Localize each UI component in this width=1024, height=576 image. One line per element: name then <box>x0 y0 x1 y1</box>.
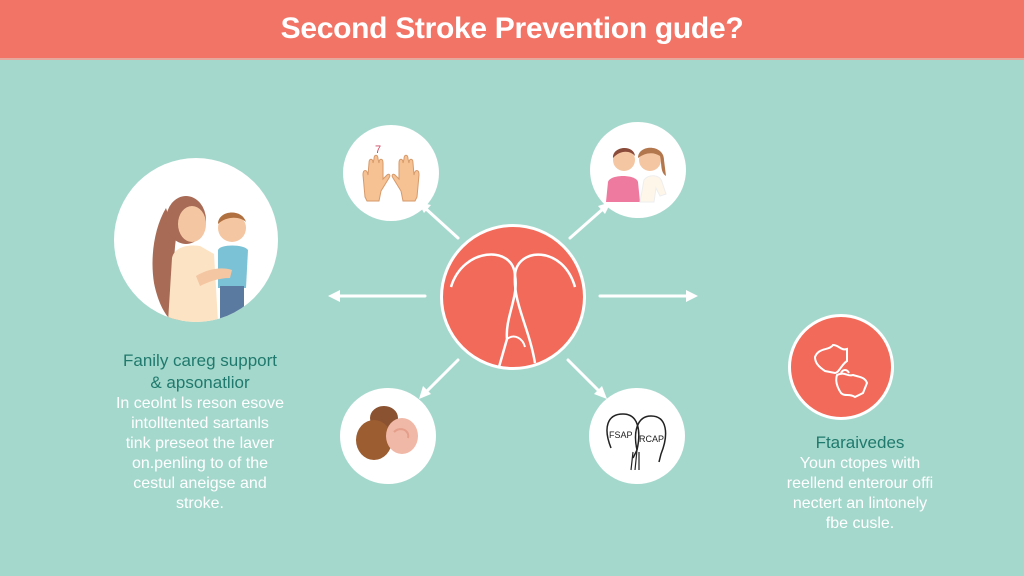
brain-icon <box>449 253 577 367</box>
raised-hands-icon: 7 <box>362 144 420 202</box>
page-title: Second Stroke Prevention gude? <box>280 12 744 45</box>
svg-text:7: 7 <box>375 144 381 156</box>
right-info-text: Ftaraivedes Youn ctopes with reellend en… <box>750 432 970 534</box>
lungs-circle <box>788 314 894 420</box>
raised-hands-circle: 7 <box>343 125 439 221</box>
right-info-body: Youn ctopes with reellend enterour offi … <box>786 455 934 532</box>
couple-icon <box>606 147 667 203</box>
family-support-text: Fanily careg support & apsonatlior In ce… <box>80 350 320 514</box>
family-support-heading: Fanily careg support & apsonatlior <box>122 351 278 392</box>
family-support-circle <box>114 158 278 322</box>
right-info-heading: Ftaraivedes <box>815 433 905 452</box>
mother-child-icon <box>152 196 248 322</box>
two-heads-icon: FSAP RCAP <box>606 413 667 471</box>
brain-circle <box>440 224 586 370</box>
family-support-body: In ceolnt ls reson esove intolltented sa… <box>115 395 285 512</box>
couple-circle <box>590 122 686 218</box>
food-circle <box>340 388 436 484</box>
svg-text:RCAP: RCAP <box>639 434 664 444</box>
title-banner: Second Stroke Prevention gude? <box>0 0 1024 60</box>
lungs-leaves-icon <box>813 343 869 399</box>
two-heads-circle: FSAP RCAP <box>589 388 685 484</box>
svg-text:FSAP: FSAP <box>609 430 633 440</box>
food-nuts-icon <box>356 406 418 460</box>
